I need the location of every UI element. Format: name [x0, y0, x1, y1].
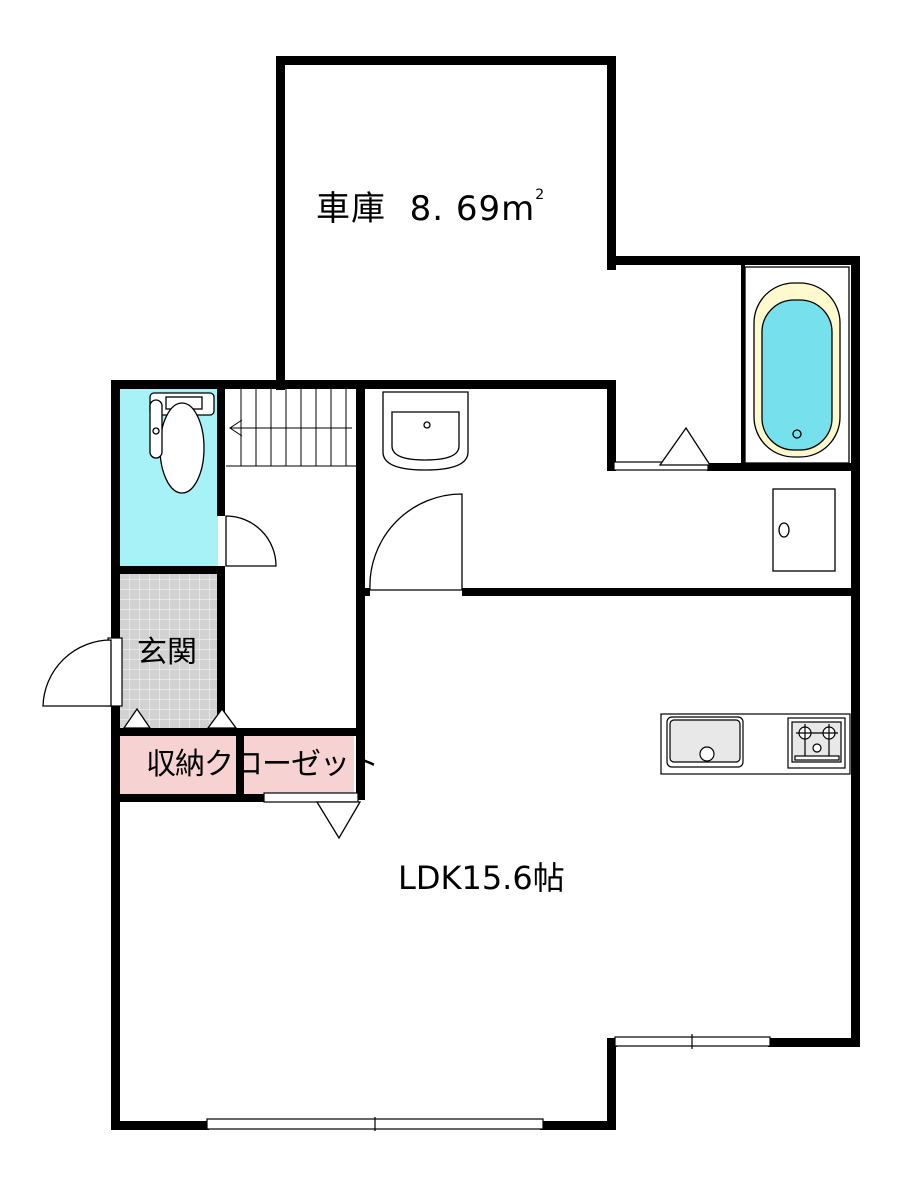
bathtub-icon [744, 266, 850, 464]
closet-fill-right [244, 736, 354, 794]
garage-area: 8. 69m [409, 189, 536, 229]
washroom-door [369, 493, 463, 591]
stairs-icon [226, 389, 356, 467]
garage-name: 車庫 [316, 189, 386, 229]
washbasin-icon [382, 391, 469, 471]
closet-label: 収納クローゼット [146, 747, 379, 782]
toilet-icon [149, 392, 215, 494]
door-arrows [122, 426, 712, 840]
washer-pan-icon [772, 488, 836, 572]
walls [111, 56, 860, 1130]
garage-label: 車庫 8. 69m2 [316, 188, 545, 229]
doors [42, 493, 463, 707]
ldk-label: LDK15.6帖 [398, 859, 565, 897]
stove-icon [787, 717, 846, 769]
kitchen-counter [660, 713, 851, 775]
closet-opening [263, 792, 359, 803]
entrance-door [42, 639, 112, 707]
window-bath-wall [613, 461, 709, 471]
kitchen-sink-icon [666, 716, 744, 768]
entrance-tile-fill [120, 574, 218, 728]
garage-area-unit: 2 [535, 187, 546, 203]
closet-fill-left [120, 736, 236, 794]
toilet-door [225, 515, 277, 567]
entrance-label: 玄関 [137, 635, 197, 670]
